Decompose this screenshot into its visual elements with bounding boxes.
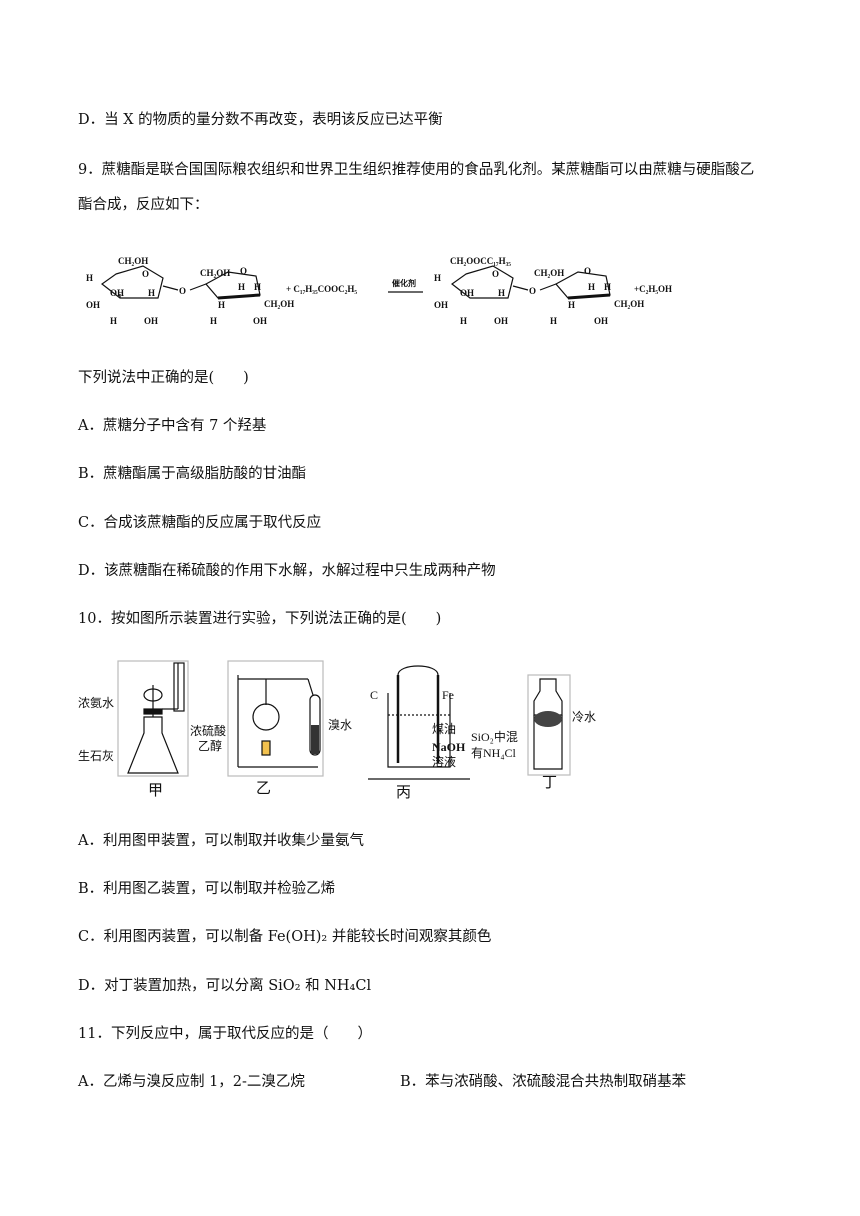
ch2oh-label: CH₂OH (614, 299, 644, 309)
reagent-label: + C₁₇H₃₅COOC₂H₅ (286, 284, 357, 294)
q9-question: 下列说法中正确的是( ) (78, 370, 249, 386)
oh-label: OH (86, 300, 100, 310)
h-label: H (434, 273, 441, 283)
q9-option-a: A．蔗糖分子中含有 7 个羟基 (78, 418, 267, 434)
h-label: H (110, 316, 117, 326)
ring-oxygen-label: O (492, 269, 499, 279)
h-label: H (86, 273, 93, 283)
ester-chain-label: CH₂OOCC₁₇H₃₅ (450, 256, 511, 266)
h-label: H (254, 282, 261, 292)
h-label: H (218, 300, 225, 310)
ch2oh-label: CH₂OH (118, 256, 148, 266)
ch2oh-label: CH₂OH (264, 299, 294, 309)
label-sio2-mix: SiO₂中混 (471, 729, 518, 744)
label-ding: 丁 (542, 775, 557, 791)
h-label: H (550, 316, 557, 326)
label-quicklime: 生石灰 (78, 749, 114, 763)
q10-option-b: B．利用图乙装置，可以制取并检验乙烯 (78, 881, 336, 897)
label-concentrated-ammonia: 浓氨水 (78, 696, 114, 710)
q11-stem: 11．下列反应中，属于取代反应的是（ ） (78, 1026, 372, 1042)
apparatus-figure: 浓氨水 生石灰 甲 浓硫酸 乙醇 溴水 乙 C Fe 煤油 NaOH 溶液 丙 … (78, 660, 596, 800)
oh-label: OH (253, 316, 267, 326)
label-iron-electrode: Fe (442, 688, 454, 702)
label-bromine-water: 溴水 (328, 718, 352, 732)
oh-label: OH (594, 316, 608, 326)
oh-label: OH (144, 316, 158, 326)
h-label: H (210, 316, 217, 326)
q10-option-d: D．对丁装置加热，可以分离 SiO₂ 和 NH₄Cl (78, 978, 372, 994)
oh-label: OH (460, 288, 474, 298)
ring-oxygen-label: O (142, 269, 149, 279)
ring-oxygen-label: O (240, 266, 247, 276)
q9-stem-line2: 酯合成，反应如下： (78, 197, 209, 213)
h-label: H (498, 288, 505, 298)
oh-label: OH (110, 288, 124, 298)
h-label: H (604, 282, 611, 292)
q11-option-b: B．苯与浓硝酸、浓硫酸混合共热制取硝基苯 (400, 1074, 687, 1090)
label-naoh: NaOH (432, 740, 466, 754)
oh-label: OH (494, 316, 508, 326)
label-cold-water: 冷水 (572, 710, 596, 724)
h-label: H (460, 316, 467, 326)
label-ethanol: 乙醇 (198, 738, 222, 753)
label-sulfuric-acid: 浓硫酸 (190, 723, 226, 738)
sucrose-reaction-scheme: CH₂OH O H OH H OH H OH O CH₂OH O H H H C… (86, 256, 672, 326)
q8-option-d: D．当 X 的物质的量分数不再改变，表明该反应已达平衡 (78, 112, 443, 128)
oh-label: OH (434, 300, 448, 310)
q10-option-c: C．利用图丙装置，可以制备 Fe(OH)₂ 并能较长时间观察其颜色 (78, 929, 492, 945)
q10-stem: 10．按如图所示装置进行实验，下列说法正确的是( ) (78, 611, 442, 627)
q9-option-d: D．该蔗糖酯在稀硫酸的作用下水解，水解过程中只生成两种产物 (78, 563, 496, 579)
h-label: H (588, 282, 595, 292)
label-yi: 乙 (256, 781, 271, 797)
q9-option-b: B．蔗糖酯属于高级脂肪酸的甘油酯 (78, 466, 307, 482)
glycosidic-oxygen-label: O (179, 286, 186, 296)
h-label: H (568, 300, 575, 310)
q9-stem-line1: 9．蔗糖酯是联合国国际粮农组织和世界卫生组织推荐使用的食品乳化剂。某蔗糖酯可以由… (78, 162, 755, 178)
label-bing: 丙 (396, 785, 411, 800)
q10-option-a: A．利用图甲装置，可以制取并收集少量氨气 (78, 833, 364, 849)
h-label: H (148, 288, 155, 298)
catalyst-label: 催化剂 (392, 278, 416, 288)
label-kerosene: 煤油 (432, 722, 456, 736)
label-jia: 甲 (148, 783, 163, 799)
label-solution: 溶液 (432, 754, 456, 769)
glycosidic-oxygen-label: O (529, 286, 536, 296)
product-label: +C₂H₅OH (634, 284, 672, 294)
ch2oh-label: CH₂OH (200, 268, 230, 278)
ring-oxygen-label: O (584, 266, 591, 276)
q11-option-a: A．乙烯与溴反应制 1，2-二溴乙烷 (78, 1074, 305, 1090)
q9-option-c: C．合成该蔗糖酯的反应属于取代反应 (78, 515, 322, 531)
label-carbon-electrode: C (370, 688, 378, 702)
label-nh4cl: 有NH₄Cl (471, 746, 517, 760)
ch2oh-label: CH₂OH (534, 268, 564, 278)
h-label: H (238, 282, 245, 292)
